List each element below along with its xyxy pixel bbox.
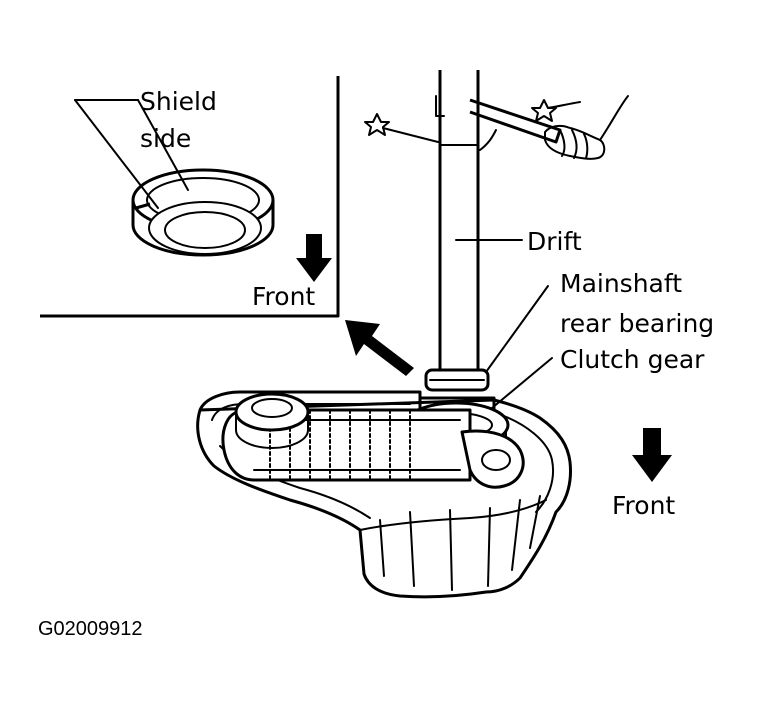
drift-tool [435,70,629,372]
shield-side-label-1: Shield [140,87,217,116]
inset-panel: Shield side Front [40,76,340,318]
shield-leader-1 [74,99,159,209]
shield-side-label-2: side [140,124,191,153]
front-main-label: Front [612,491,675,520]
arrow-up-left-icon [345,320,414,376]
front-sprocket [234,392,310,449]
mainshaft-rear-bearing [418,368,496,412]
mainshaft-label-1: Mainshaft [560,269,682,298]
star-icon [364,99,557,143]
mainshaft-label-2: rear bearing [560,309,714,338]
clutch-gear-label: Clutch gear [560,345,705,374]
mainshaft-leader [485,285,549,373]
inset-bearing [131,168,275,257]
arrow-down-icon [632,428,672,482]
clutch-gear-leader [491,357,553,409]
figure-id: G02009912 [38,618,143,640]
shift-fork [460,429,525,489]
drift-label: Drift [527,227,582,256]
arrow-down-icon [296,234,332,282]
shield-leader-2 [137,99,189,191]
front-inset-label: Front [252,282,315,311]
inset-border [40,76,340,318]
